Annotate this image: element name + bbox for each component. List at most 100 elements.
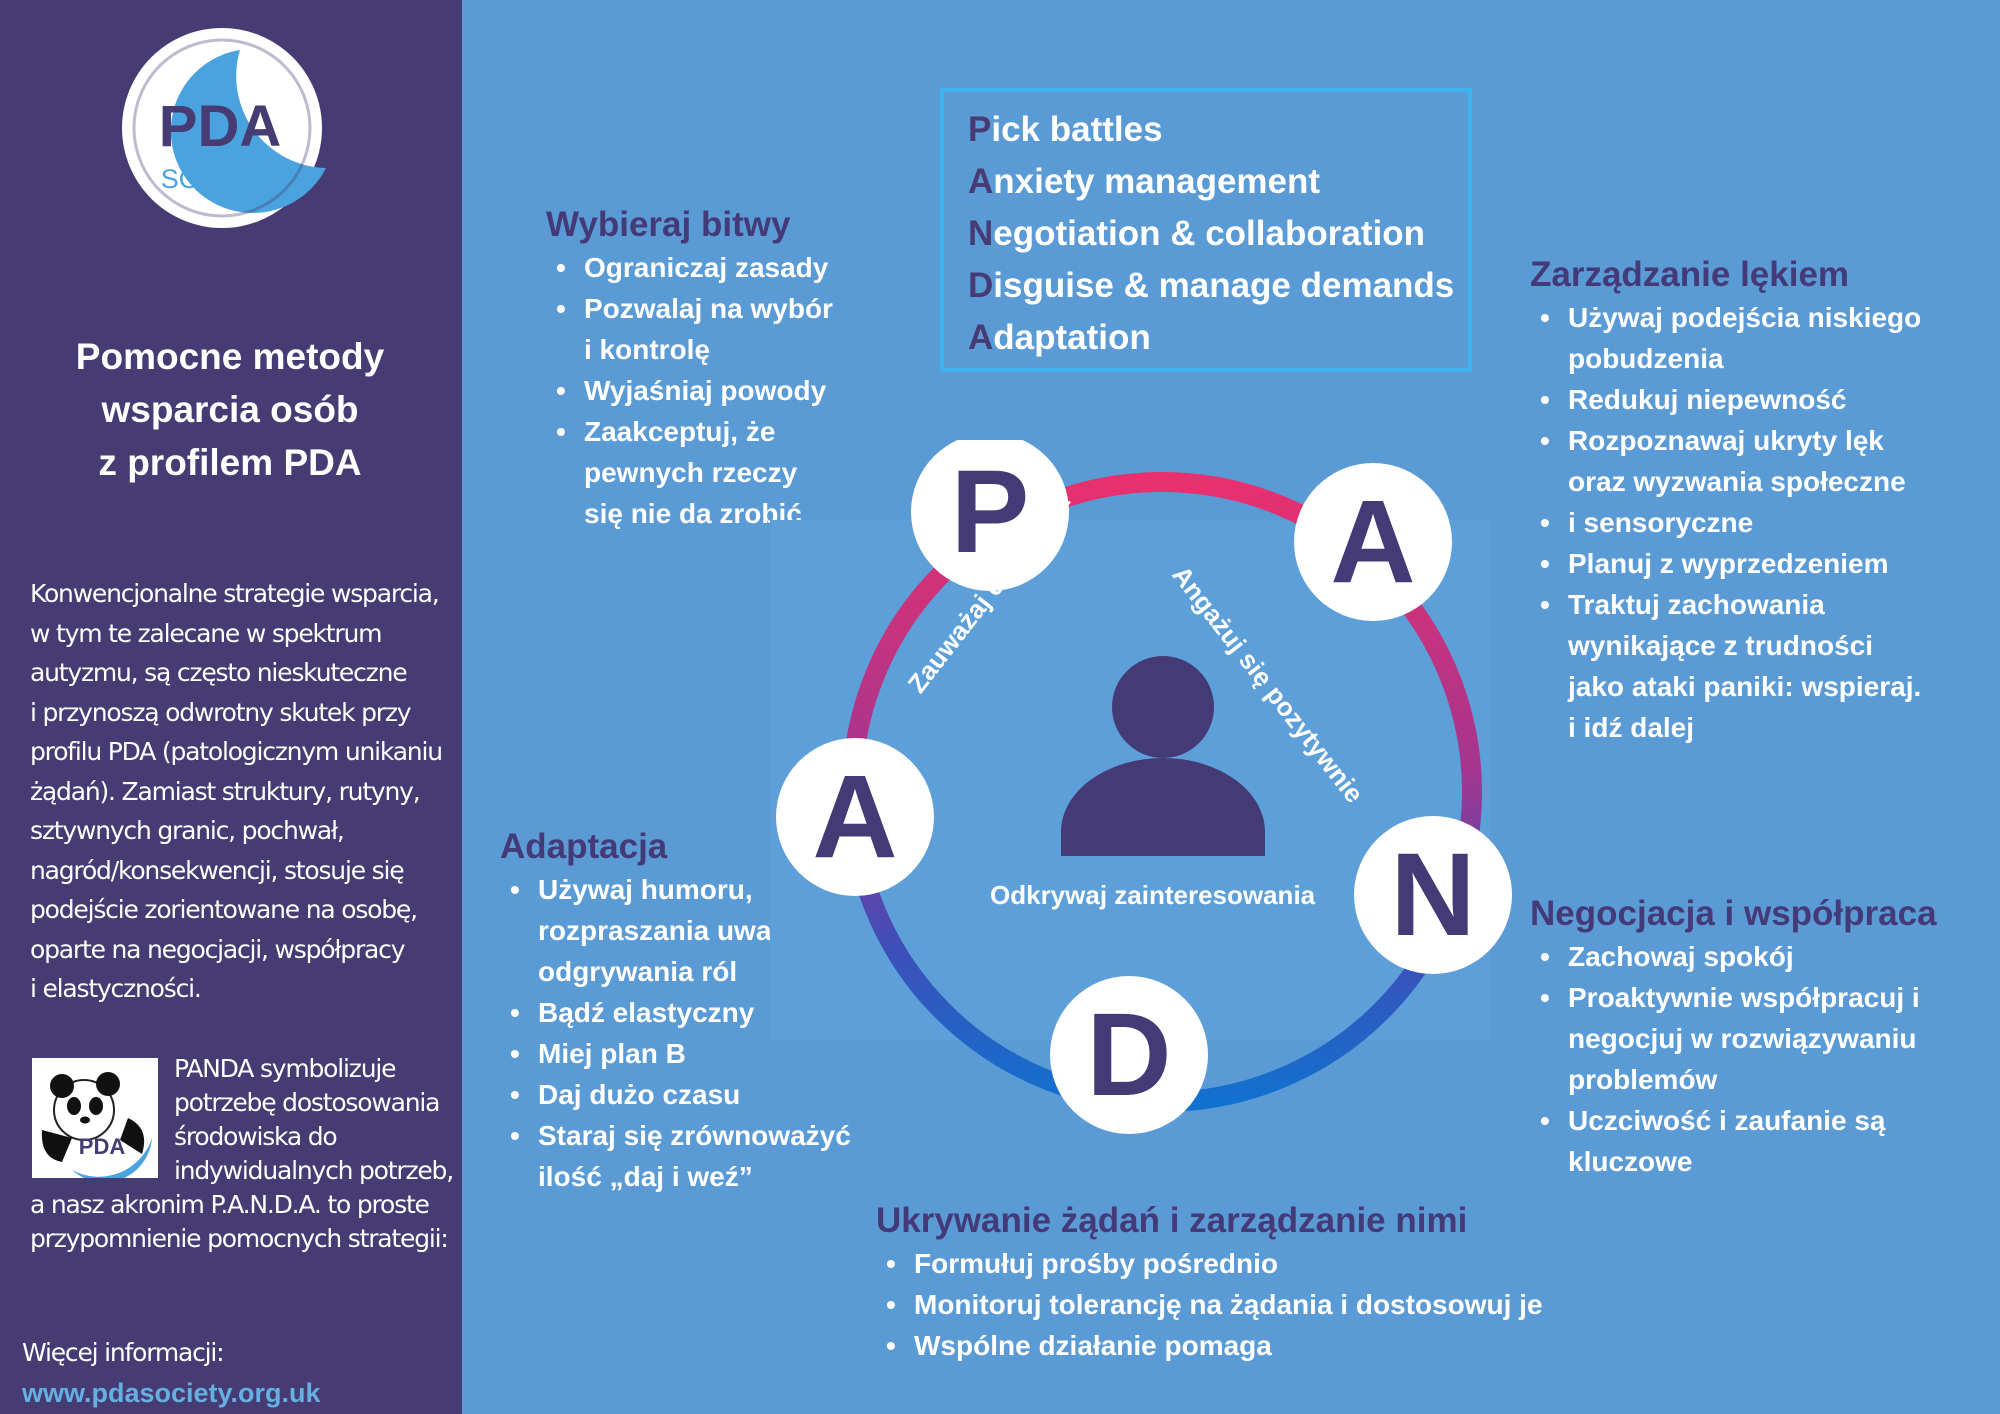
paragraph-line: oparte na negocjacji, współpracy (30, 934, 405, 964)
section-item: pobudzenia (1568, 343, 1724, 374)
paragraph-line: w tym te zalecane w spektrum (30, 618, 382, 648)
section-item: Daj dużo czasu (500, 1074, 851, 1115)
section-item: Uczciwość i zaufanie są (1530, 1100, 1937, 1141)
section-item: oraz wyzwania społeczne (1568, 466, 1906, 497)
section-item: negocjuj w rozwiązywaniu (1568, 1023, 1917, 1054)
panda-line: potrzebę dostosowania (174, 1088, 440, 1117)
section-item: odgrywania ról (538, 956, 738, 987)
section-anxiety: Zarządzanie lękiem Używaj podejścia nisk… (1530, 253, 1921, 748)
section-item: Formułuj prośby pośrednio (876, 1243, 1543, 1284)
panda-line: przypomnienie pomocnych strategii: (30, 1224, 449, 1253)
section-item: ilość „daj i weź” (538, 1161, 753, 1192)
acronym-rest: egotiation & collaboration (993, 214, 1425, 253)
section-item: Wyjaśniaj powody (546, 370, 833, 411)
paragraph-line: i przynoszą odwrotny skutek przy (30, 697, 412, 727)
section-list: Używaj podejścia niskiego pobudzeniaReduk… (1530, 297, 1921, 748)
sidebar-paragraph: Konwencjonalne strategie wsparcia, w tym… (30, 574, 450, 1009)
section-list: Formułuj prośby pośrednioMonitoruj toler… (876, 1243, 1543, 1366)
letter-n: N (1390, 829, 1475, 961)
acronym-line: Negotiation & collaboration (968, 208, 1468, 260)
logo-sub-text: SOCIETY (161, 164, 280, 194)
acronym-rest: isguise & manage demands (993, 266, 1455, 305)
acronym-line: Adaptation (968, 312, 1468, 364)
section-item: wynikające z trudności (1568, 630, 1873, 661)
section-item: Wspólne działanie pomaga (876, 1325, 1543, 1366)
acronym-rest: nxiety management (993, 162, 1321, 201)
panda-line: środowiska do (174, 1122, 338, 1151)
section-item: Bądź elastyczny (500, 992, 851, 1033)
section-pick-battles: Wybieraj bitwy Ograniczaj zasadyPozwalaj… (546, 203, 833, 534)
section-item: pewnych rzeczy (584, 457, 798, 488)
section-item: kluczowe (1568, 1146, 1693, 1177)
section-title: Ukrywanie żądań i zarządzanie nimi (876, 1201, 1468, 1240)
section-item: Używaj humoru, (500, 869, 851, 910)
acronym-initial: A (968, 318, 994, 357)
logo-main-text: PDA (159, 94, 281, 159)
paragraph-line: podejście zorientowane na osobę, (30, 895, 418, 924)
section-item: Staraj się zrównoważyć (500, 1115, 851, 1156)
section-item: i sensoryczne (1530, 502, 1921, 543)
section-item: Miej plan B (500, 1033, 851, 1074)
paragraph-line: żądań). Zamiast struktury, rutyny, (30, 776, 421, 806)
acronym-initial: A (968, 162, 994, 201)
label-discover-interests: Odkrywaj zainteresowania (990, 880, 1316, 910)
section-item: rozpraszania uwagi, (538, 915, 805, 946)
section-item: problemów (1568, 1064, 1718, 1095)
section-title: Negocjacja i współpraca (1530, 894, 1937, 933)
section-item: i idź dalej (1568, 712, 1695, 743)
section-item: Monitoruj tolerancję na żądania i dostos… (876, 1284, 1543, 1325)
panda-line: PANDA symbolizuje (174, 1054, 396, 1083)
pda-society-logo: PDA SOCIETY (122, 28, 326, 228)
section-item: Redukuj niepewność (1530, 379, 1921, 420)
paragraph-line: autyzmu, są często nieskuteczne (30, 658, 408, 687)
section-item: Pozwalaj na wybór (546, 288, 833, 329)
section-title: Adaptacja (500, 827, 668, 866)
section-title: Wybieraj bitwy (546, 205, 791, 244)
section-item: Rozpoznawaj ukryty lęk (1530, 420, 1921, 461)
section-item: Używaj podejścia niskiego (1530, 297, 1921, 338)
person-icon (1061, 656, 1265, 856)
panda-line: a nasz akronim P.A.N.D.A. to proste (30, 1190, 430, 1219)
acronym-initial: P (968, 110, 992, 149)
acronym-box: Pick battles Anxiety management Negotiat… (940, 88, 1472, 372)
section-item: Traktuj zachowania (1530, 584, 1921, 625)
letter-circle-a-anxiety: A (1294, 463, 1452, 621)
letter-p: P (951, 446, 1030, 578)
panda-line: indywidualnych potrzeb, (174, 1156, 454, 1185)
letter-circle-n: N (1354, 816, 1512, 974)
letter-d: D (1086, 989, 1171, 1121)
sidebar-title-line: Pomocne metody (75, 336, 385, 377)
section-title: Zarządzanie lękiem (1530, 255, 1850, 294)
website-link[interactable]: www.pdasociety.org.uk (22, 1378, 321, 1408)
letter-circle-p: P (911, 440, 1069, 591)
panda-logo-text: PDA (79, 1134, 126, 1159)
section-item: Planuj z wyprzedzeniem (1530, 543, 1921, 584)
paragraph-line: i elastyczności. (30, 974, 202, 1003)
sidebar: PDA SOCIETY Pomocne metody wsparcia osób… (0, 0, 462, 1414)
letter-a: A (812, 751, 897, 883)
section-item: Zaakceptuj, że (546, 411, 833, 452)
panda-description: PANDA symbolizuje potrzebę dostosowania … (30, 1052, 454, 1256)
section-item: jako ataki paniki: wspieraj. (1568, 671, 1922, 702)
letter-circle-a-adaptation: A (776, 738, 934, 896)
acronym-line: Pick battles (968, 104, 1468, 156)
acronym-initial: N (968, 214, 994, 253)
sidebar-title-line: wsparcia osób (101, 389, 359, 430)
section-item: się nie da zrobić (584, 498, 802, 529)
section-disguise: Ukrywanie żądań i zarządzanie nimi Formu… (876, 1199, 1543, 1366)
acronym-initial: D (968, 266, 994, 305)
paragraph-line: nagród/konsekwencji, stosuje się (30, 855, 405, 885)
panda-logo-icon: PDA (32, 1058, 158, 1178)
sidebar-title-line: z profilem PDA (98, 442, 362, 483)
letter-circle-d: D (1050, 976, 1208, 1134)
acronym-line: Disguise & manage demands (968, 260, 1468, 312)
letter-a: A (1330, 476, 1415, 608)
section-item: Proaktywnie współpracuj i (1530, 977, 1937, 1018)
sidebar-title: Pomocne metody wsparcia osób z profilem … (20, 330, 440, 489)
panda-diagram: P A A N D (770, 440, 1512, 1134)
section-adaptation: Adaptacja Używaj humoru, rozpraszania uwa… (500, 825, 851, 1197)
section-list: Używaj humoru, rozpraszania uwagi, odgrywa… (500, 869, 851, 1197)
acronym-line: Anxiety management (968, 156, 1468, 208)
acronym-rest: ick battles (991, 110, 1163, 149)
